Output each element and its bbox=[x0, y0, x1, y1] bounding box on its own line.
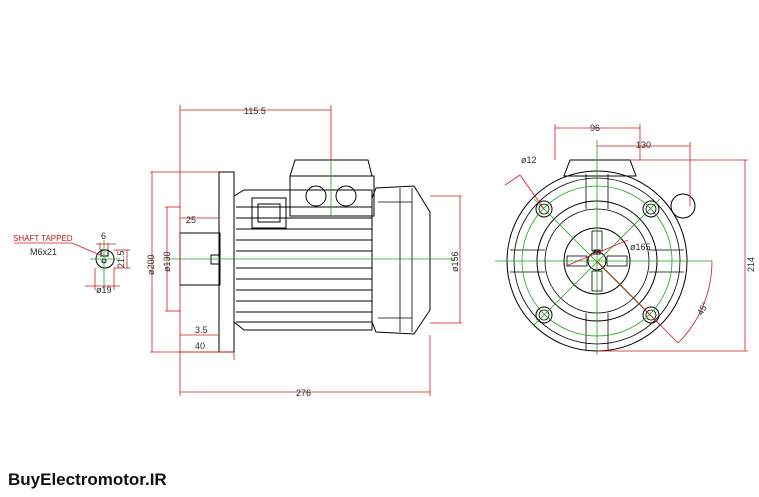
cable-gland-1 bbox=[305, 185, 327, 207]
dim-115-5: 115.5 bbox=[244, 106, 266, 116]
lifting-lug-inner bbox=[257, 203, 281, 223]
shaft-thread-label: M6x21 bbox=[30, 247, 57, 257]
shaft-height-dim: 21.5 bbox=[116, 250, 126, 268]
shaft-width-dim: 6 bbox=[101, 231, 106, 241]
shaft-diameter-dim: ø19 bbox=[96, 285, 112, 295]
dim-45deg: 45° bbox=[695, 300, 711, 317]
earthing-lug bbox=[670, 193, 696, 219]
brand-watermark: BuyElectromotor.IR bbox=[8, 470, 167, 489]
dim-3-5: 3.5 bbox=[195, 325, 208, 335]
front-view-centerlines bbox=[495, 140, 712, 355]
cooling-fins bbox=[236, 206, 372, 323]
bolt-hole-br bbox=[642, 306, 660, 324]
dim-d156: ø156 bbox=[450, 251, 460, 272]
shaft-detail bbox=[14, 240, 130, 290]
front-view bbox=[506, 159, 696, 352]
dim-d12: ø12 bbox=[521, 155, 537, 165]
shaft-key-slot bbox=[100, 249, 109, 257]
side-view bbox=[179, 159, 431, 353]
dim-214: 214 bbox=[746, 257, 756, 272]
fan-cover bbox=[371, 185, 431, 335]
side-view-centerlines bbox=[168, 160, 455, 260]
bolt-hole-tr bbox=[642, 200, 660, 218]
mounting-flange bbox=[218, 171, 235, 353]
dim-130: 130 bbox=[636, 140, 651, 150]
bolt-hole-tl bbox=[535, 200, 553, 218]
terminal-box bbox=[289, 175, 375, 217]
shaft-shoulder bbox=[210, 254, 221, 265]
dim-d130: ø130 bbox=[162, 251, 172, 272]
motor-body bbox=[233, 189, 373, 331]
cable-gland-2 bbox=[335, 185, 357, 207]
dim-d165: ø165 bbox=[630, 242, 651, 252]
front-terminal-box bbox=[563, 159, 637, 177]
dim-96: 96 bbox=[590, 123, 600, 133]
front-view-dimensions bbox=[504, 124, 748, 352]
dim-276: 276 bbox=[296, 388, 311, 398]
dim-d200: ø200 bbox=[146, 254, 156, 275]
dim-40: 40 bbox=[195, 341, 205, 351]
dim-25: 25 bbox=[186, 215, 196, 225]
lifting-lug bbox=[251, 197, 287, 229]
bolt-hole-bl bbox=[535, 306, 553, 324]
side-view-dimensions bbox=[150, 105, 462, 396]
shaft-tapped-label: SHAFT TAPPED bbox=[13, 234, 73, 243]
